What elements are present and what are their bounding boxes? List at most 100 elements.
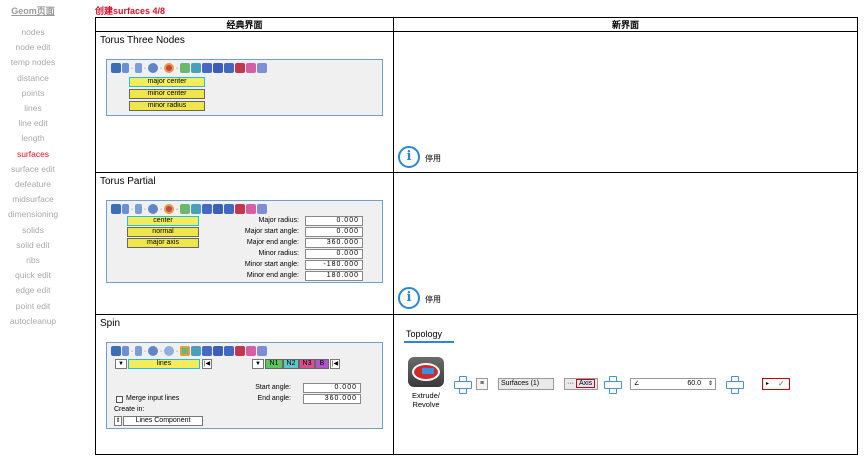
sidebar-item-line-edit[interactable]: line edit bbox=[18, 118, 48, 129]
field-value[interactable]: 0.000 bbox=[305, 227, 363, 237]
midsurface-icon[interactable] bbox=[257, 346, 267, 356]
torus-icon[interactable] bbox=[164, 204, 174, 214]
sidebar-item-autocleanup[interactable]: autocleanup bbox=[9, 315, 57, 326]
play-icon[interactable]: ▸ bbox=[766, 381, 770, 387]
spline-icon[interactable] bbox=[202, 63, 212, 73]
row1-classic-cell: Torus Three Nodes · · · · bbox=[95, 31, 394, 173]
sphere-icon[interactable] bbox=[148, 63, 158, 73]
sidebar-item-point-edit[interactable]: point edit bbox=[15, 300, 51, 311]
spline-icon[interactable] bbox=[202, 346, 212, 356]
start-angle-field[interactable]: 0.000 bbox=[303, 383, 361, 393]
axis-selector[interactable]: ··· Axis bbox=[564, 378, 598, 390]
end-angle-field[interactable]: 360.000 bbox=[303, 394, 361, 404]
torus-icon[interactable] bbox=[164, 63, 174, 73]
sidebar-item-quick-edit[interactable]: quick edit bbox=[15, 270, 51, 281]
sidebar-title[interactable]: Geom页面 bbox=[11, 6, 55, 16]
sphere-icon[interactable] bbox=[148, 204, 158, 214]
sidebar-item-defeature[interactable]: defeature bbox=[15, 179, 51, 189]
center-button[interactable]: center bbox=[127, 216, 199, 226]
ruled-icon[interactable] bbox=[213, 204, 223, 214]
axis-reset-icon[interactable]: |◀ bbox=[330, 359, 340, 369]
n3-button[interactable]: N3 bbox=[299, 359, 315, 369]
list-icon[interactable]: ≡ bbox=[476, 378, 488, 390]
cylinder-icon[interactable] bbox=[122, 63, 129, 73]
surfaces-selector[interactable]: Surfaces (1) bbox=[498, 378, 554, 390]
midsurface-icon[interactable] bbox=[257, 63, 267, 73]
field-value[interactable]: 0.000 bbox=[305, 249, 363, 259]
spin-icon[interactable] bbox=[180, 63, 190, 73]
sidebar-item-solid-edit[interactable]: solid edit bbox=[16, 239, 50, 250]
sidebar-item-points[interactable]: points bbox=[21, 87, 45, 98]
cylinder-icon[interactable] bbox=[122, 204, 129, 214]
sidebar-item-solids[interactable]: solids bbox=[22, 224, 44, 235]
sidebar-item-temp-nodes[interactable]: temp nodes bbox=[10, 57, 56, 68]
cone-icon[interactable] bbox=[135, 346, 142, 356]
skin-icon[interactable] bbox=[224, 204, 234, 214]
sidebar-item-surface-edit[interactable]: surface edit bbox=[11, 163, 55, 174]
surface-toolbar[interactable]: · · · · bbox=[111, 346, 267, 356]
create-in-selector[interactable]: Lines Component bbox=[123, 416, 203, 426]
topology-tab[interactable]: Topology bbox=[406, 329, 443, 339]
torus-icon[interactable] bbox=[164, 346, 174, 356]
surface-toolbar[interactable]: · · · · bbox=[111, 204, 267, 214]
cylinder-icon[interactable] bbox=[122, 346, 129, 356]
extrude-revolve-icon[interactable] bbox=[408, 357, 444, 387]
ruled-icon[interactable] bbox=[213, 346, 223, 356]
field-value[interactable]: 0.000 bbox=[305, 216, 363, 226]
surface-icon[interactable] bbox=[111, 204, 121, 214]
n2-button[interactable]: N2 bbox=[283, 359, 299, 369]
sidebar-item-dimensioning[interactable]: dimensioning bbox=[7, 209, 59, 220]
offset-icon[interactable] bbox=[246, 346, 256, 356]
lines-selector[interactable]: lines bbox=[128, 359, 200, 369]
sidebar-item-midsurface[interactable]: midsurface bbox=[12, 194, 54, 205]
spin-icon[interactable] bbox=[180, 346, 190, 356]
midsurface-icon[interactable] bbox=[257, 204, 267, 214]
sidebar-item-surfaces[interactable]: surfaces bbox=[16, 148, 50, 159]
sidebar-item-length[interactable]: length bbox=[21, 133, 45, 144]
major-center-button[interactable]: major center bbox=[129, 77, 205, 87]
field-value[interactable]: -180.000 bbox=[305, 260, 363, 270]
cone-icon[interactable] bbox=[135, 204, 142, 214]
reset-icon[interactable]: |◀ bbox=[202, 359, 212, 369]
merge-checkbox[interactable] bbox=[116, 396, 123, 403]
row3-new-cell: Topology Extrude/ Revolve ≡ Surfaces (1)… bbox=[393, 314, 858, 455]
major-axis-button[interactable]: major axis bbox=[127, 238, 199, 248]
lines-dropdown-arrow[interactable]: ▼ bbox=[115, 359, 127, 369]
fillet-icon[interactable] bbox=[235, 346, 245, 356]
run-confirm-buttons[interactable]: ▸ ✓ bbox=[762, 378, 790, 390]
fillet-icon[interactable] bbox=[235, 204, 245, 214]
sidebar-item-ribs[interactable]: ribs bbox=[26, 255, 40, 265]
fillet-icon[interactable] bbox=[235, 63, 245, 73]
sidebar-item-nodes[interactable]: nodes bbox=[21, 27, 45, 37]
create-in-toggle[interactable]: ⇕ bbox=[114, 416, 122, 426]
b-button[interactable]: B bbox=[315, 359, 329, 369]
offset-icon[interactable] bbox=[246, 204, 256, 214]
sphere-icon[interactable] bbox=[148, 346, 158, 356]
sidebar-item-lines[interactable]: lines bbox=[24, 103, 42, 113]
ruled-icon[interactable] bbox=[213, 63, 223, 73]
surface-toolbar[interactable]: · · · · bbox=[111, 63, 267, 73]
sidebar-item-distance[interactable]: distance bbox=[17, 72, 49, 83]
n1-button[interactable]: N1 bbox=[265, 359, 283, 369]
minor-radius-button[interactable]: minor radius bbox=[129, 101, 205, 111]
angle-field[interactable]: ∠ 60.0 ⇕ bbox=[630, 378, 716, 390]
drag-icon[interactable] bbox=[191, 204, 201, 214]
spin-icon[interactable] bbox=[180, 204, 190, 214]
offset-icon[interactable] bbox=[246, 63, 256, 73]
check-icon[interactable]: ✓ bbox=[778, 379, 785, 388]
normal-button[interactable]: normal bbox=[127, 227, 199, 237]
minor-center-button[interactable]: minor center bbox=[129, 89, 205, 99]
skin-icon[interactable] bbox=[224, 346, 234, 356]
axis-dropdown-arrow[interactable]: ▼ bbox=[252, 359, 264, 369]
field-value[interactable]: 180.000 bbox=[305, 271, 363, 281]
sidebar-item-edge-edit[interactable]: edge edit bbox=[15, 285, 51, 296]
surface-icon[interactable] bbox=[111, 63, 121, 73]
sidebar-item-node-edit[interactable]: node edit bbox=[15, 42, 51, 53]
skin-icon[interactable] bbox=[224, 63, 234, 73]
cone-icon[interactable] bbox=[135, 63, 142, 73]
drag-icon[interactable] bbox=[191, 346, 201, 356]
spline-icon[interactable] bbox=[202, 204, 212, 214]
field-value[interactable]: 360.000 bbox=[305, 238, 363, 248]
surface-icon[interactable] bbox=[111, 346, 121, 356]
drag-icon[interactable] bbox=[191, 63, 201, 73]
